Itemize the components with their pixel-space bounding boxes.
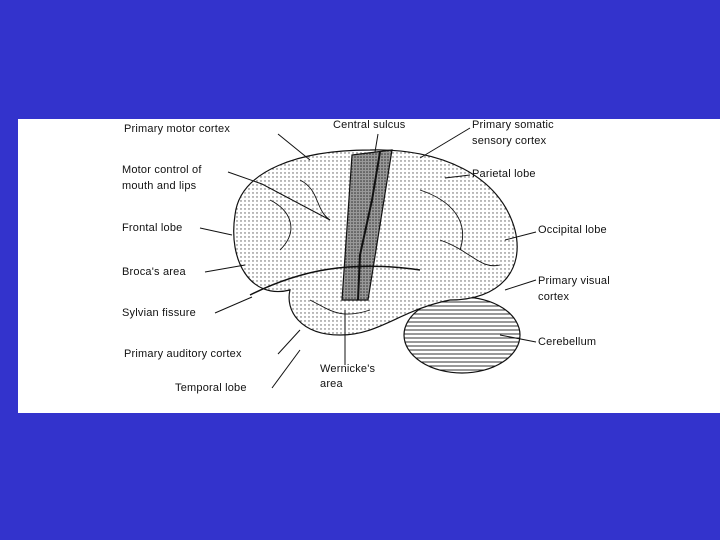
label-motor-control-2: mouth and lips [122, 180, 197, 192]
label-primary-visual-2: cortex [538, 291, 570, 303]
label-brocas-area: Broca's area [122, 266, 186, 278]
diagram-panel: Primary motor cortex Central sulcus Prim… [18, 119, 720, 413]
label-frontal-lobe: Frontal lobe [122, 222, 183, 234]
label-primary-auditory-cortex: Primary auditory cortex [124, 348, 242, 360]
label-parietal-lobe: Parietal lobe [472, 168, 536, 180]
label-motor-control-1: Motor control of [122, 164, 202, 176]
label-primary-motor-cortex: Primary motor cortex [124, 123, 231, 135]
label-central-sulcus: Central sulcus [333, 119, 406, 131]
label-primary-somatic-1: Primary somatic [472, 119, 554, 131]
leader-lines [199, 127, 537, 389]
label-cerebellum: Cerebellum [538, 336, 597, 348]
label-primary-somatic-2: sensory cortex [472, 135, 547, 147]
label-temporal-lobe: Temporal lobe [175, 382, 247, 394]
brain-illustration [199, 127, 537, 389]
label-sylvian-fissure: Sylvian fissure [122, 307, 196, 319]
label-occipital-lobe: Occipital lobe [538, 224, 607, 236]
label-primary-visual-1: Primary visual [538, 275, 610, 287]
label-wernickes-2: area [320, 378, 343, 390]
label-wernickes-1: Wernicke's [320, 363, 376, 375]
